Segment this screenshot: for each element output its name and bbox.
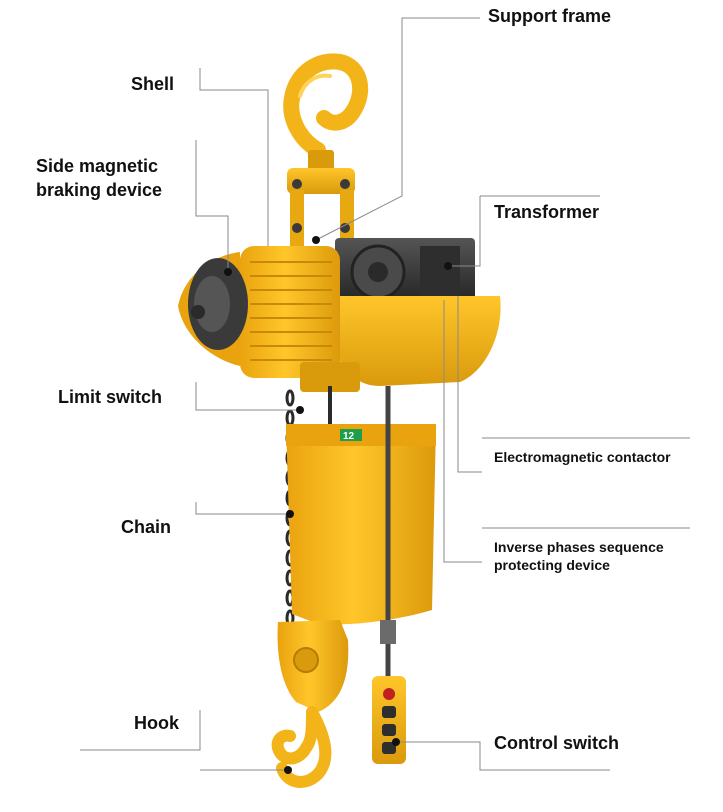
marker-chain	[286, 510, 294, 518]
top-hook	[283, 53, 369, 172]
limit-switch	[300, 362, 360, 392]
leader-inverse	[443, 300, 482, 563]
marker-dots	[224, 236, 452, 774]
label-hook: Hook	[134, 713, 179, 733]
marker-limit-switch	[296, 406, 304, 414]
label-inverse-line2: protecting device	[494, 557, 610, 573]
label-electromagnetic-contactor: Electromagnetic contactor	[494, 449, 671, 465]
support-frame	[287, 168, 355, 250]
cable-gland	[380, 620, 396, 644]
marker-hook	[284, 766, 292, 774]
leader-shell	[199, 68, 269, 246]
leader-limit-switch	[195, 382, 300, 411]
leader-support-frame	[315, 17, 480, 241]
marker-control-switch	[392, 738, 400, 746]
leader-chain	[195, 502, 290, 515]
label-chain: Chain	[121, 517, 172, 537]
label-control-switch: Control switch	[494, 733, 619, 753]
plate-number-badge	[340, 429, 362, 441]
label-side-magnetic-line2: braking device	[36, 180, 163, 200]
plate-number: 12	[343, 431, 355, 442]
marker-side-magnetic	[224, 268, 232, 276]
leader-contactor	[457, 296, 482, 473]
motor-shell	[240, 246, 340, 378]
brake-cover	[178, 252, 248, 366]
gearbox-housing	[335, 238, 475, 306]
bottom-hook-block	[277, 620, 349, 712]
leader-hook	[80, 710, 201, 751]
label-shell: Shell	[131, 74, 175, 94]
label-inverse-line1: Inverse phases sequence	[494, 539, 664, 555]
hoist-illustration: 12	[178, 53, 501, 788]
chain-bag: 12	[286, 424, 436, 625]
leader-control-switch	[396, 741, 610, 771]
leader-lines	[80, 17, 690, 771]
control-pendant	[372, 676, 406, 764]
leader-side-magnetic	[195, 140, 229, 270]
label-transformer: Transformer	[494, 202, 600, 222]
marker-transformer	[444, 262, 452, 270]
leader-transformer	[448, 196, 481, 267]
bottom-hook	[271, 706, 332, 788]
label-support-frame: Support frame	[488, 6, 612, 26]
marker-support-frame	[312, 236, 320, 244]
label-limit-switch: Limit switch	[58, 387, 163, 407]
label-side-magnetic-line1: Side magnetic	[36, 156, 159, 176]
